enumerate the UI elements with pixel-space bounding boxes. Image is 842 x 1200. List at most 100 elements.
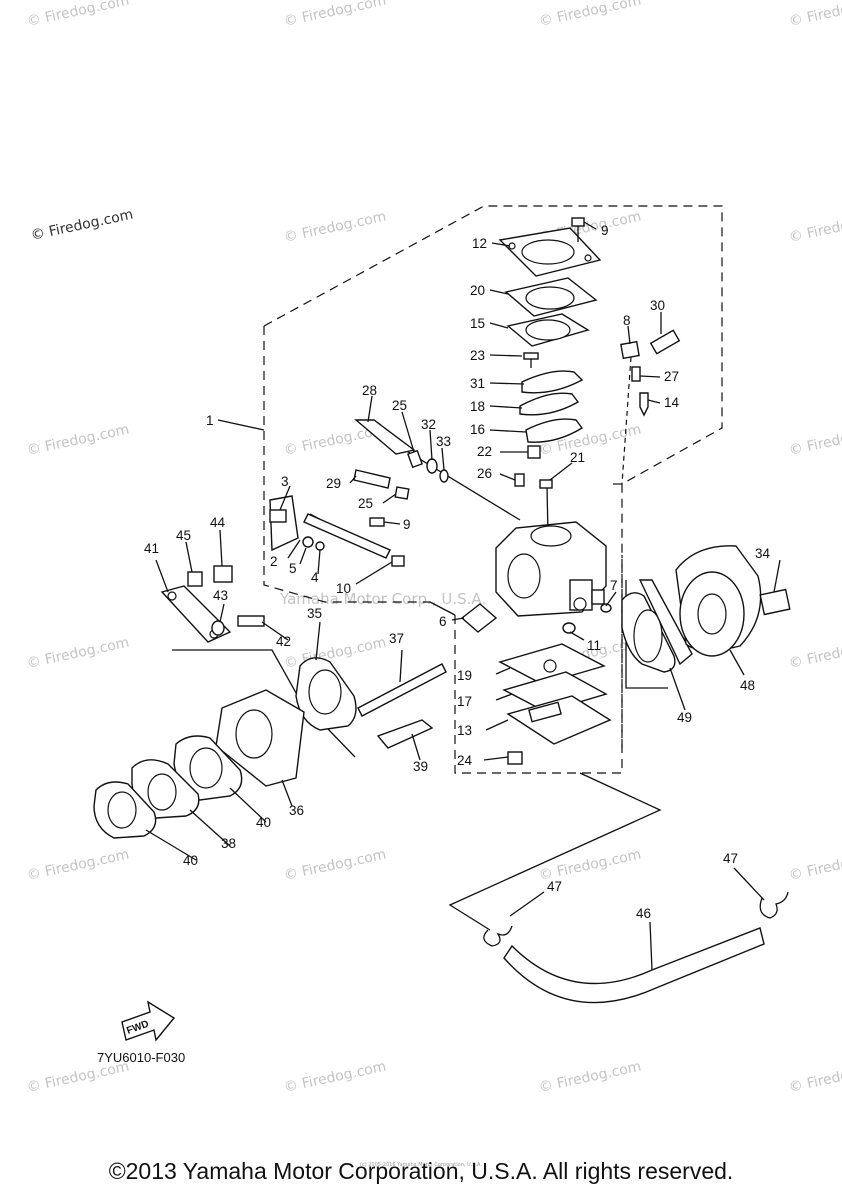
callout: 25 (358, 496, 373, 511)
callout: 11 (587, 638, 601, 653)
callout: 23 (470, 348, 485, 363)
bolt-39 (376, 719, 434, 749)
callout: 37 (389, 631, 404, 646)
callout: 12 (472, 236, 487, 251)
callout: 39 (413, 759, 428, 774)
brand-watermark: Yamaha Motor Corp., U.S.A. (279, 590, 486, 608)
grommet-44 (213, 565, 233, 583)
callout: 20 (470, 283, 485, 298)
callout: 22 (477, 444, 492, 459)
callout: 14 (664, 395, 680, 410)
callout: 16 (470, 422, 485, 437)
callout: 24 (457, 753, 473, 768)
watermark: © Firedog.com (26, 0, 131, 30)
watermark-dark: © Firedog.com (30, 207, 135, 244)
callout: 40 (183, 853, 198, 868)
o-ring-33 (439, 469, 449, 483)
watermark: © Firedog.com (788, 635, 842, 672)
lower-diaphragm-stack (498, 643, 612, 765)
cap-6 (460, 603, 498, 633)
callout: 34 (755, 546, 771, 561)
diagram-code: 7YU6010-F030 (97, 1050, 185, 1065)
spacer-34 (759, 588, 791, 616)
callout: 25 (392, 398, 407, 413)
spring-27 (631, 366, 641, 382)
callout-labels: 1 12 9 20 15 23 31 18 16 22 26 21 8 30 2… (144, 223, 771, 921)
lower-kit-outline (454, 555, 623, 774)
washer-32 (426, 458, 438, 474)
upper-diaphragm-stack (498, 217, 602, 535)
callout: 2 (270, 554, 278, 569)
callout: 17 (457, 694, 472, 709)
callout: 49 (677, 710, 692, 725)
screw-23 (523, 352, 539, 360)
callout: 1 (206, 413, 214, 428)
screw-29 (353, 469, 391, 489)
hose-route-line (448, 772, 662, 931)
callout: 35 (307, 606, 322, 621)
screw-3 (269, 509, 287, 523)
callout: 10 (336, 581, 351, 596)
screw-24 (507, 751, 523, 765)
screw-9-lower (369, 517, 385, 527)
watermark: © Firedog.com (788, 1059, 842, 1096)
watermark: © Firedog.com (26, 847, 131, 884)
callout: 15 (470, 316, 485, 331)
spring-25-upper (407, 449, 423, 469)
gasket-17 (502, 671, 608, 713)
lever-31 (521, 370, 584, 394)
callout: 9 (601, 223, 609, 238)
spring-10 (391, 555, 405, 567)
screw-22 (527, 445, 541, 459)
part-16 (525, 418, 584, 443)
pin-30 (649, 329, 681, 355)
callout: 28 (362, 383, 377, 398)
screw-21 (539, 479, 553, 489)
callout: 36 (289, 803, 304, 818)
callout: 46 (636, 906, 651, 921)
callout: 40 (256, 815, 271, 830)
callout: 13 (457, 723, 472, 738)
watermark: © Firedog.com (283, 0, 388, 30)
shaft-lever (269, 495, 299, 552)
callout: 42 (276, 634, 291, 649)
fwd-arrow-icon (121, 1000, 176, 1042)
leader-lines (145, 221, 781, 971)
callout: 48 (740, 678, 755, 693)
copyright-footer: ©2013 Yamaha Motor Corporation, U.S.A. A… (108, 1158, 734, 1184)
cover-13 (506, 695, 612, 745)
watermark: © Firedog.com (788, 847, 842, 884)
needle-valve-parts (620, 329, 681, 485)
washer-43 (211, 620, 225, 636)
callout: 7 (610, 578, 618, 593)
watermark: © Firedog.com (26, 635, 131, 672)
watermark: © Firedog.com (283, 1059, 388, 1096)
watermark: © Firedog.com (788, 0, 842, 30)
retainer-8 (620, 340, 640, 360)
callout: 31 (470, 376, 485, 391)
washer-11 (562, 622, 576, 634)
callout: 38 (221, 836, 236, 851)
callout: 8 (623, 313, 631, 328)
watermark: © Firedog.com (788, 209, 842, 246)
spring-26 (514, 473, 525, 487)
callout: 19 (457, 668, 472, 683)
callout: 21 (570, 450, 585, 465)
needle-14 (639, 392, 649, 417)
watermark: © Firedog.com (26, 422, 131, 459)
throttle-shaft (303, 513, 391, 559)
throttle-parts (269, 419, 521, 567)
callout: 9 (403, 517, 411, 532)
assembly-boundaries (172, 205, 723, 931)
watermark: © Firedog.com (283, 847, 388, 884)
callout: 47 (723, 851, 738, 866)
flame-arrestor (621, 545, 791, 673)
callout: 26 (477, 466, 492, 481)
callout: 43 (213, 588, 228, 603)
callout: 30 (650, 298, 665, 313)
collar-45 (187, 571, 203, 587)
stud-37 (357, 663, 447, 717)
spring-25-lower (394, 486, 410, 500)
callout: 45 (176, 528, 191, 543)
